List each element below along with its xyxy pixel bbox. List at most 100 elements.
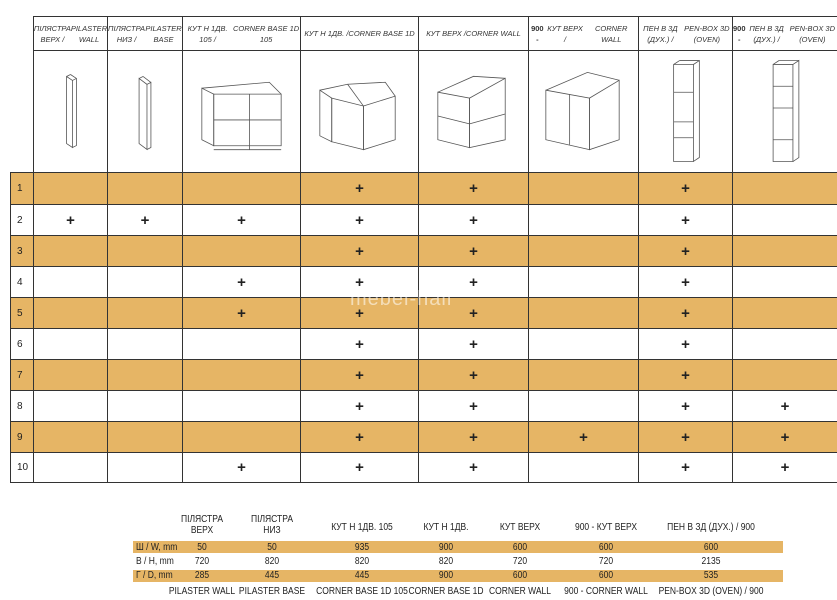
table-cell: [182, 172, 301, 205]
compatible-mark: +: [732, 421, 837, 453]
dims-value: 600: [598, 570, 614, 581]
table-cell: [732, 328, 837, 360]
dims-value: 445: [354, 570, 370, 581]
compatible-mark: +: [182, 297, 301, 329]
dims-footer: 900 - CORNER WALL: [564, 586, 648, 597]
dims-value: 535: [703, 570, 719, 581]
dims-value: 820: [354, 556, 370, 567]
header-ua: КУТ Н 1ДВ. /: [304, 29, 349, 38]
dims-value: 600: [703, 542, 719, 553]
dims-value: 2135: [701, 556, 721, 567]
compatible-mark: +: [300, 328, 419, 360]
dims-row-label: В / H, mm: [136, 556, 174, 567]
table-cell: [528, 297, 639, 329]
dims-value: 600: [512, 542, 528, 553]
product-image-corner-base-105: [182, 50, 301, 173]
highlight-band: [133, 541, 783, 553]
compatible-mark: +: [300, 359, 419, 391]
table-cell: [528, 328, 639, 360]
compatible-mark: +: [418, 235, 529, 267]
compatible-mark: +: [418, 328, 529, 360]
header-ua: ПІЛЯСТРА НИЗ /: [108, 23, 145, 44]
corner-wall-900-icon: [545, 71, 620, 150]
compatible-mark: +: [300, 172, 419, 205]
table-cell: [528, 390, 639, 422]
compatible-mark: +: [418, 204, 529, 236]
dims-header: КУТ ВЕРХ: [499, 522, 541, 533]
dims-header: ПІЛЯСТРА: [180, 514, 223, 525]
dims-value: 820: [264, 556, 280, 567]
column-header-corner-wall-900: 900 - КУТ ВЕРХ / CORNER WALL: [528, 16, 639, 51]
header-en: PILASTER BASE: [145, 23, 182, 44]
dims-value: 720: [598, 556, 614, 567]
compatible-mark: +: [107, 204, 183, 236]
header-en: PEN-BOX 3D (OVEN): [684, 23, 730, 44]
pen-box-icon: [673, 59, 700, 162]
row-number: 7: [10, 359, 34, 391]
header-prefix: 900 -: [733, 23, 746, 44]
compatible-mark: +: [638, 266, 733, 298]
row-number: 1: [10, 172, 34, 205]
table-cell: [33, 297, 108, 329]
header-ua: КУТ ВЕРХ /: [426, 29, 466, 38]
dims-value: 600: [598, 542, 614, 553]
header-prefix: 900 -: [531, 23, 544, 44]
table-cell: [182, 421, 301, 453]
header-ua: ПЕН В 3Д (ДУХ.) /: [749, 23, 784, 44]
table-cell: [33, 172, 108, 205]
compatible-mark: +: [33, 204, 108, 236]
column-header-corner-wall: КУТ ВЕРХ /CORNER WALL: [418, 16, 529, 51]
compatible-mark: +: [418, 390, 529, 422]
table-cell: [528, 204, 639, 236]
product-image-pen-box: [638, 50, 733, 173]
dims-value: 900: [438, 570, 454, 581]
dims-value: 720: [512, 556, 528, 567]
header-ua: КУТ ВЕРХ /: [547, 23, 583, 44]
compatible-mark: +: [638, 359, 733, 391]
compatible-mark: +: [638, 172, 733, 205]
compatible-mark: +: [182, 452, 301, 483]
dims-header: КУТ Н 1ДВ.: [423, 522, 469, 533]
table-cell: [33, 235, 108, 267]
corner-base-105-icon: [201, 81, 282, 150]
compatible-mark: +: [732, 452, 837, 483]
table-cell: [528, 172, 639, 205]
table-cell: [732, 359, 837, 391]
column-header-corner-base: КУТ Н 1ДВ. /CORNER BASE 1D: [300, 16, 419, 51]
dims-value: 900: [438, 542, 454, 553]
product-image-pilaster-base: [107, 50, 183, 173]
compatible-mark: +: [638, 204, 733, 236]
dims-header: КУТ Н 1ДВ. 105: [331, 522, 393, 533]
table-cell: [528, 359, 639, 391]
table-cell: [182, 328, 301, 360]
column-header-pen-box-900: 900 - ПЕН В 3Д (ДУХ.) /PEN-BOX 3D (OVEN): [732, 16, 837, 51]
table-cell: [33, 421, 108, 453]
row-number: 4: [10, 266, 34, 298]
header-en: CORNER BASE 1D: [348, 29, 415, 38]
dims-footer: PILASTER WALL: [168, 586, 236, 597]
pilaster-base-icon: [138, 75, 152, 150]
pen-box-900-icon: [772, 59, 800, 162]
table-cell: [528, 266, 639, 298]
table-cell: [107, 297, 183, 329]
compatible-mark: +: [300, 235, 419, 267]
dims-value: 285: [194, 570, 210, 581]
compatible-mark: +: [638, 452, 733, 483]
dims-value: 935: [354, 542, 370, 553]
column-header-corner-base-105: КУТ Н 1ДВ. 105 /CORNER BASE 1D 105: [182, 16, 301, 51]
highlight-band: [133, 570, 783, 582]
compatible-mark: +: [300, 421, 419, 453]
dims-footer: CORNER BASE 1D 105: [316, 586, 408, 597]
table-cell: [33, 328, 108, 360]
dims-row-label: Ш / W, mm: [136, 542, 178, 553]
compatible-mark: +: [418, 297, 529, 329]
table-cell: [732, 204, 837, 236]
table-cell: [528, 452, 639, 483]
dims-value: 600: [512, 570, 528, 581]
header-en: CORNER WALL: [594, 23, 628, 44]
dims-header: НИЗ: [263, 525, 281, 536]
table-cell: [732, 266, 837, 298]
row-number: 2: [10, 204, 34, 236]
product-image-corner-wall-900: [528, 50, 639, 173]
row-number: 9: [10, 421, 34, 453]
